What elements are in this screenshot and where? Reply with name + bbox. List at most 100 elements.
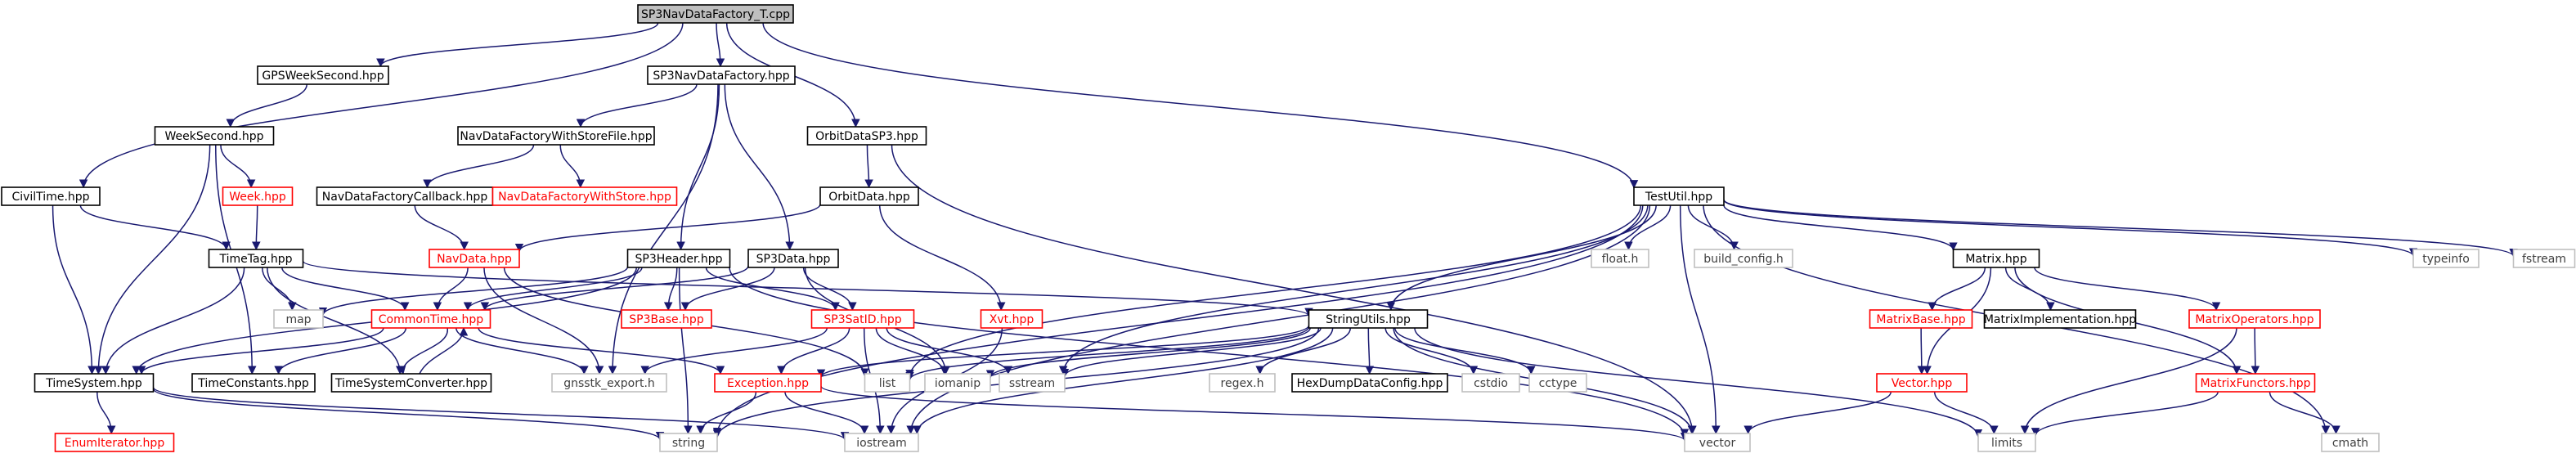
node-label-testutil: TestUtil.hpp xyxy=(1645,191,1712,204)
node-label-sp3data: SP3Data.hpp xyxy=(756,253,831,266)
node-timesystem[interactable]: TimeSystem.hpp xyxy=(34,373,155,393)
node-cstdio: cstdio xyxy=(1461,373,1520,393)
node-label-timetag: TimeTag.hpp xyxy=(218,253,292,266)
node-sp3data[interactable]: SP3Data.hpp xyxy=(747,249,839,268)
node-label-navdatafactorywithstore: NavDataFactoryWithStore.hpp xyxy=(498,191,671,204)
node-stringutils[interactable]: StringUtils.hpp xyxy=(1308,309,1429,329)
node-civiltime[interactable]: CivilTime.hpp xyxy=(1,186,101,206)
edge-testutil-to-typeinfo xyxy=(1723,199,2418,257)
edge-sp3header-to-map xyxy=(318,266,629,317)
node-sstream: sstream xyxy=(999,373,1066,393)
edge-matrixfunctors-to-limits xyxy=(2031,391,2219,437)
node-label-sp3navdatafactory: SP3NavDataFactory.hpp xyxy=(653,70,789,83)
node-matriximpl[interactable]: MatrixImplementation.hpp xyxy=(1983,309,2137,329)
node-hexdump[interactable]: HexDumpDataConfig.hpp xyxy=(1291,373,1448,393)
edge-gpsweeksecond-to-weeksecond xyxy=(226,83,307,128)
node-buildconfig: build_config.h xyxy=(1694,249,1793,268)
node-label-vectorhpp: Vector.hpp xyxy=(1892,377,1953,390)
edge-stringutils-to-cctype xyxy=(1393,327,1536,375)
edge-stringutils-to-hexdump xyxy=(1365,327,1374,375)
edge-testutil-to-floath xyxy=(1624,204,1672,251)
edge-orbitdata-to-navdata xyxy=(514,204,821,253)
node-box-typeinfo xyxy=(2412,249,2480,268)
node-matrixbase[interactable]: MatrixBase.hpp xyxy=(1869,309,1973,329)
node-label-cctype: cctype xyxy=(1539,377,1577,390)
node-box-floath xyxy=(1591,249,1649,268)
node-box-regexh xyxy=(1209,373,1276,393)
node-week[interactable]: Week.hpp xyxy=(222,186,294,206)
node-sp3satid[interactable]: SP3SatID.hpp xyxy=(810,309,915,329)
node-box-gnsstkexport xyxy=(551,373,667,393)
edge-stringutils-to-regexh xyxy=(1255,327,1352,375)
node-matrix[interactable]: Matrix.hpp xyxy=(1952,249,2040,268)
edge-stringutils-to-exception xyxy=(816,325,1310,379)
node-gpsweeksecond[interactable]: GPSWeekSecond.hpp xyxy=(257,65,389,85)
node-box-matriximpl xyxy=(1983,309,2137,329)
edge-timesystemconverter-to-commontime xyxy=(419,326,469,375)
edge-testutil-to-fstream xyxy=(1723,199,2518,258)
node-enumiterator[interactable]: EnumIterator.hpp xyxy=(54,433,175,452)
edge-timesystem-to-iostream xyxy=(152,386,849,441)
node-sp3header[interactable]: SP3Header.hpp xyxy=(626,249,731,268)
node-box-week xyxy=(222,186,294,206)
node-label-fstream: fstream xyxy=(2522,253,2566,266)
node-vectorhpp[interactable]: Vector.hpp xyxy=(1876,373,1968,393)
node-matrixoperators[interactable]: MatrixOperators.hpp xyxy=(2188,309,2321,329)
node-label-orbitdatasp3: OrbitDataSP3.hpp xyxy=(815,130,918,143)
node-box-iostream xyxy=(844,433,919,452)
node-box-matrixoperators xyxy=(2188,309,2321,329)
node-orbitdatasp3[interactable]: OrbitDataSP3.hpp xyxy=(806,126,927,146)
node-box-cctype xyxy=(1528,373,1587,393)
node-label-list: list xyxy=(879,377,896,390)
node-timetag[interactable]: TimeTag.hpp xyxy=(208,249,304,268)
node-label-iomanip: iomanip xyxy=(935,377,981,390)
edge-navdata-to-gnsstkexport xyxy=(483,267,604,375)
edge-navdata-to-commontime xyxy=(433,267,469,312)
node-sp3base[interactable]: SP3Base.hpp xyxy=(621,309,712,329)
edge-sp3data-to-sp3base xyxy=(680,267,775,312)
node-box-matrixbase xyxy=(1869,309,1973,329)
node-label-orbitdata: OrbitData.hpp xyxy=(828,191,910,204)
node-sp3navdatafactory[interactable]: SP3NavDataFactory.hpp xyxy=(647,65,796,85)
edge-sp3header-to-vector xyxy=(729,267,1690,438)
node-navdatafactorywithstorefile[interactable]: NavDataFactoryWithStoreFile.hpp xyxy=(457,126,655,146)
edge-commontime-to-timesystem xyxy=(137,327,384,375)
node-weeksecond[interactable]: WeekSecond.hpp xyxy=(154,126,275,146)
node-label-commontime: CommonTime.hpp xyxy=(379,313,484,326)
node-label-vector: vector xyxy=(1699,437,1736,450)
node-cctype: cctype xyxy=(1528,373,1587,393)
node-map: map xyxy=(273,309,324,329)
node-box-sp3data xyxy=(747,249,839,268)
node-label-cmath: cmath xyxy=(2332,437,2368,450)
nodes-layer: SP3NavDataFactory_T.cppGPSWeekSecond.hpp… xyxy=(1,4,2576,452)
node-navdatafactorycallback[interactable]: NavDataFactoryCallback.hpp xyxy=(316,186,494,206)
node-navdatafactorywithstore[interactable]: NavDataFactoryWithStore.hpp xyxy=(491,186,678,206)
node-navdata[interactable]: NavData.hpp xyxy=(429,249,520,268)
node-label-limits: limits xyxy=(1991,437,2022,450)
node-orbitdata[interactable]: OrbitData.hpp xyxy=(819,186,919,206)
node-label-gnsstkexport: gnsstk_export.h xyxy=(563,377,655,390)
node-testutil[interactable]: TestUtil.hpp xyxy=(1633,186,1725,206)
node-exception[interactable]: Exception.hpp xyxy=(714,373,822,393)
node-box-sp3header xyxy=(626,249,731,268)
edge-navdatafactorycallback-to-navdata xyxy=(414,204,469,251)
node-label-string: string xyxy=(672,437,705,450)
node-xvt[interactable]: Xvt.hpp xyxy=(980,309,1043,329)
node-matrixfunctors[interactable]: MatrixFunctors.hpp xyxy=(2195,373,2316,393)
edge-orbitdata-to-xvt xyxy=(879,204,1006,312)
edge-matrixbase-to-vectorhpp xyxy=(1917,327,1927,375)
node-label-navdata: NavData.hpp xyxy=(437,253,512,266)
edge-timetag-to-commontime xyxy=(281,267,410,312)
edge-matrix-to-matrixoperators xyxy=(2034,267,2221,312)
node-timeconstants[interactable]: TimeConstants.hpp xyxy=(191,373,316,393)
edge-sp3satid-to-exception xyxy=(777,327,850,375)
edge-stringutils-to-limits xyxy=(1414,327,1983,438)
edge-stringutils-to-iomanip xyxy=(985,327,1311,379)
edge-timetag-to-map xyxy=(261,267,297,312)
node-box-vectorhpp xyxy=(1876,373,1968,393)
node-commontime[interactable]: CommonTime.hpp xyxy=(370,309,491,329)
node-timesystemconverter[interactable]: TimeSystemConverter.hpp xyxy=(330,373,492,393)
node-label-civiltime: CivilTime.hpp xyxy=(11,191,89,204)
node-box-stringutils xyxy=(1308,309,1429,329)
node-box-orbitdatasp3 xyxy=(806,126,927,146)
